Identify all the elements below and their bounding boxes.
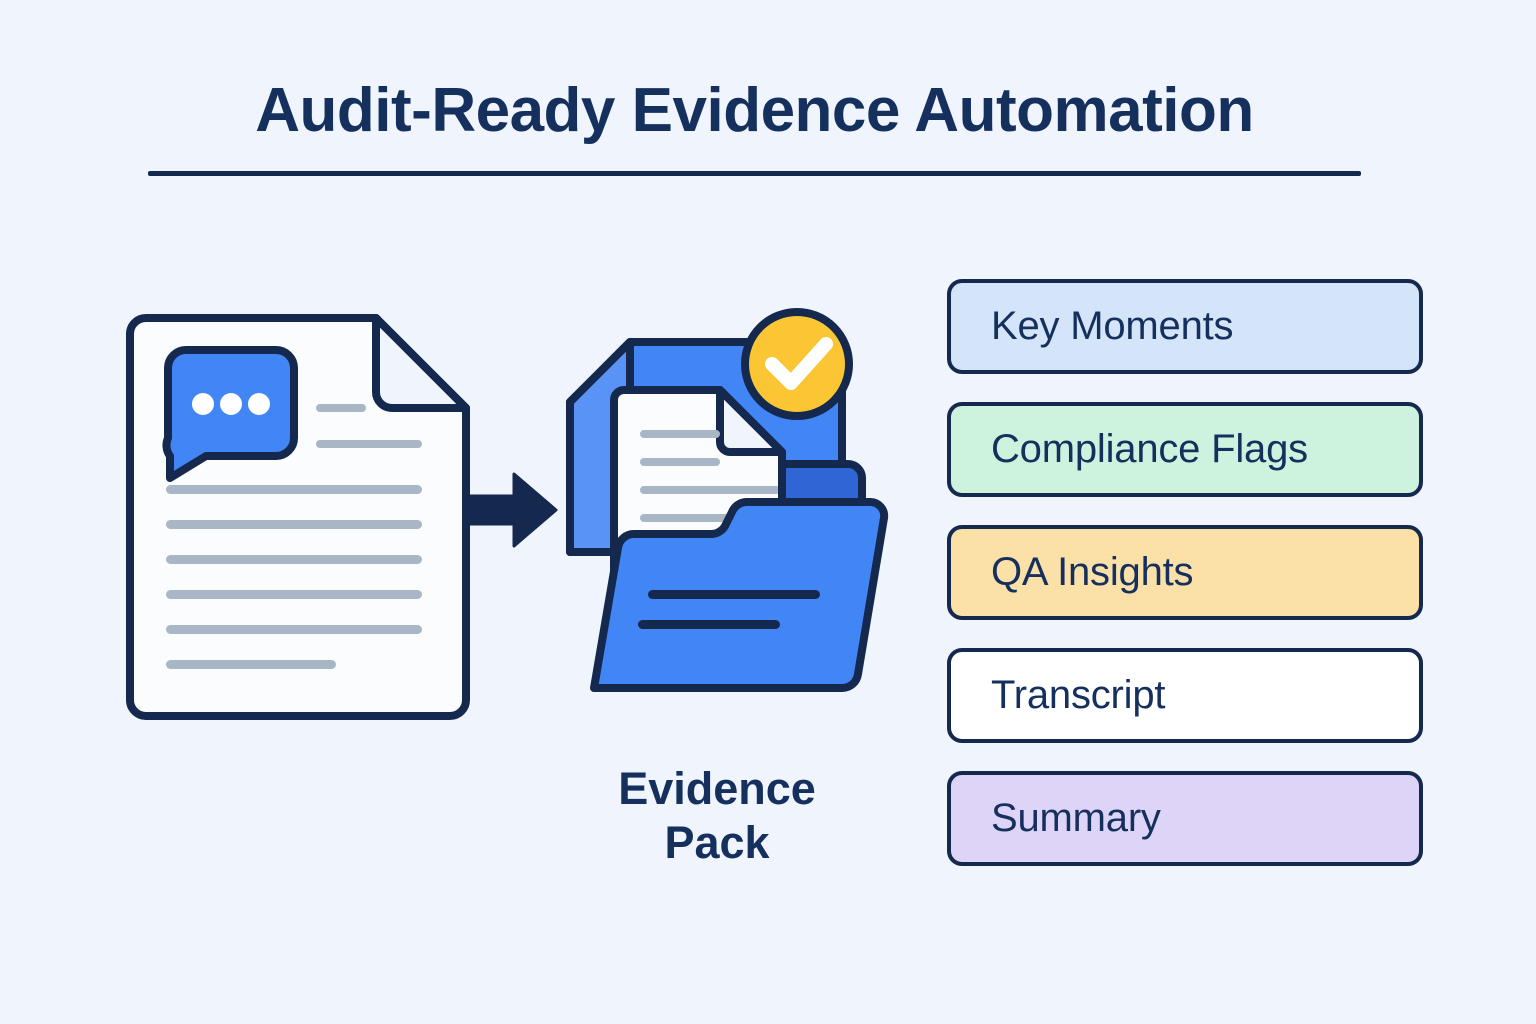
page-title: Audit-Ready Evidence Automation [255,76,1254,145]
header: Audit-Ready Evidence Automation [148,76,1361,177]
output-card-key-moments[interactable]: Key Moments [947,279,1423,374]
speech-bubble-icon [162,346,298,482]
evidence-pack-caption-line-2: Pack [664,817,770,868]
arrow-right-icon [462,472,558,548]
output-card-summary[interactable]: Summary [947,771,1423,866]
transform-arrow [462,468,558,557]
evidence-pack [552,302,902,727]
evidence-pack-caption: Evidence Pack [552,762,882,870]
check-circle-icon [741,308,853,420]
document-with-speech-bubble-icon [126,314,470,720]
evidence-pack-caption-line-1: Evidence [618,763,816,814]
output-card-label: QA Insights [991,550,1194,594]
folder-with-document-icon [566,308,889,693]
output-card-compliance-flags[interactable]: Compliance Flags [947,402,1423,497]
output-card-label: Compliance Flags [991,427,1308,471]
output-card-transcript[interactable]: Transcript [947,648,1423,743]
source-document [118,312,478,727]
output-card-label: Transcript [991,673,1166,717]
output-card-label: Key Moments [991,304,1234,348]
output-card-label: Summary [991,796,1161,840]
title-divider [148,171,1361,177]
output-card-qa-insights[interactable]: QA Insights [947,525,1423,620]
